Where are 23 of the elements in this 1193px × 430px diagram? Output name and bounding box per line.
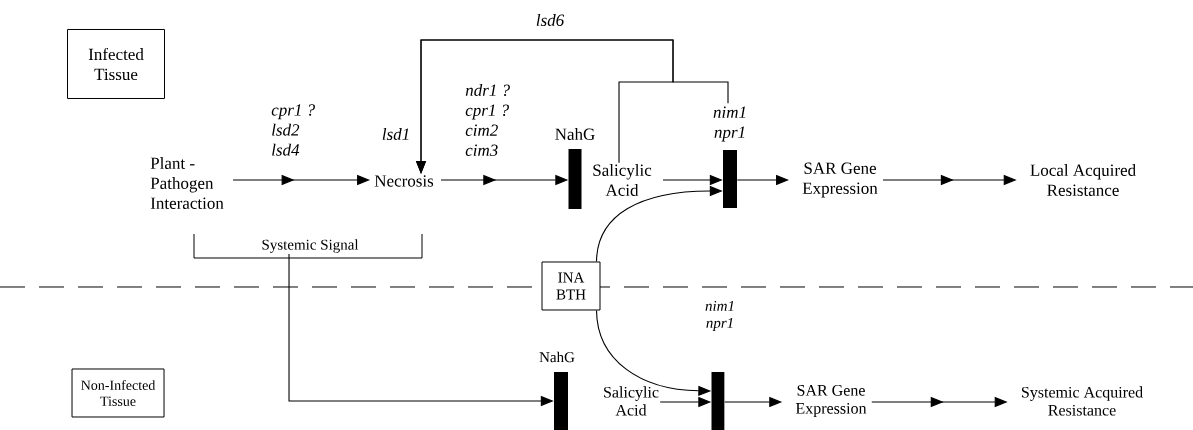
step-text: Salicylic Acid [593,164,652,196]
tissue-box: Non-Infected Tissue [71,368,165,418]
step-text: Systemic Acquired Resistance [1021,386,1143,416]
step-text: Necrosis [374,175,434,187]
step-text: Plant - Pathogen Interaction [150,157,224,209]
labeled-bracket: Systemic Signal [193,233,423,259]
node-label: nim1 npr1 [705,300,734,332]
edge-label: lsd6 [536,14,565,26]
edge-label: ndr1 ? cpr1 ? cim2 cim3 [465,84,510,156]
step-text: SAR Gene Expression [795,385,867,417]
blocking-bar: NahG [539,351,575,430]
tissue-box: Infected Tissue [67,29,165,99]
edge-label: cpr1 ? lsd2 lsd4 [271,104,315,156]
node-label: NahG [555,128,595,140]
node-label: NahG [539,351,575,363]
step-text: Salicylic Acid [604,386,659,416]
blocking-bar: nim1 npr1 [705,300,734,430]
blocking-bar: nim1 npr1 [713,106,746,208]
compound-box: INA BTH [541,261,601,311]
step-text: SAR Gene Expression [802,162,878,198]
edge-label: lsd1 [382,128,409,140]
step-text: Local Acquired Resistance [1030,164,1136,196]
node-label: nim1 npr1 [713,106,746,142]
